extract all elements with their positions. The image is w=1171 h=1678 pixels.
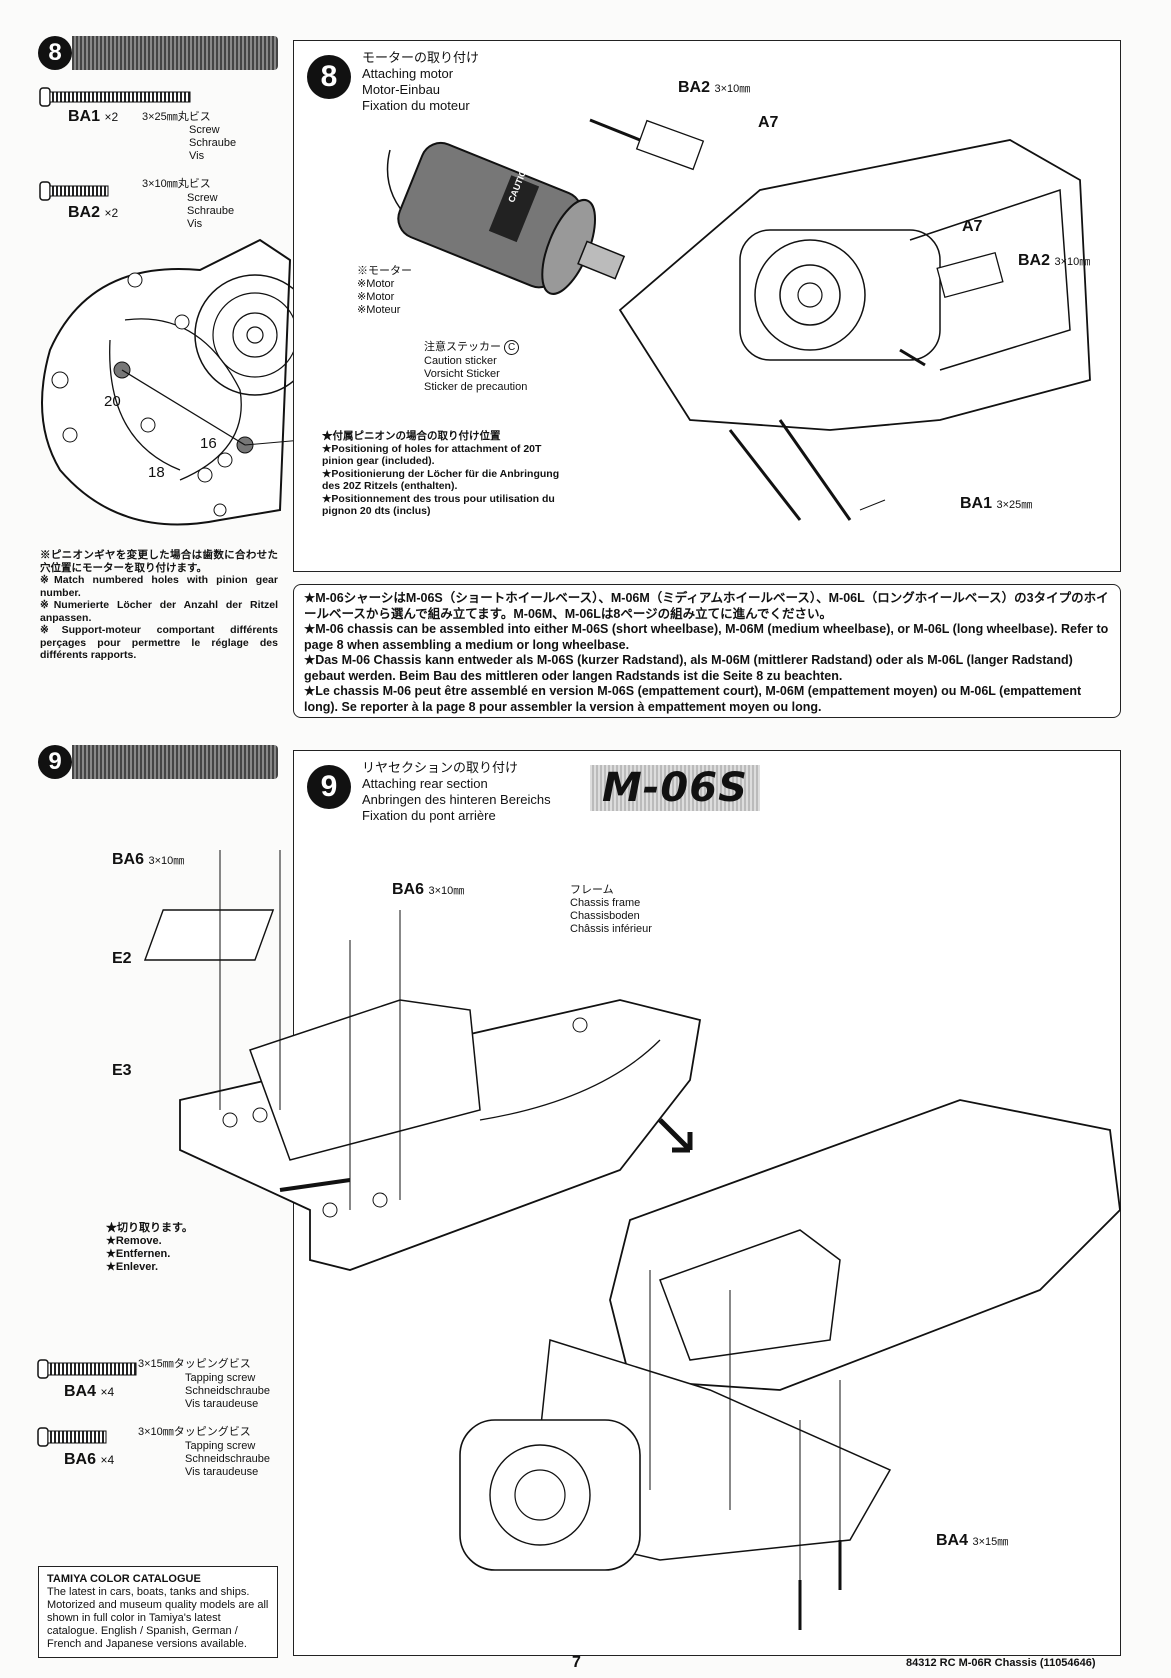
part-ba2-ja: 3×10㎜丸ビス — [142, 178, 211, 190]
callout-ba4: BA4 3×15㎜ — [936, 1532, 1009, 1549]
callout-e2: E2 — [112, 950, 132, 967]
gear-number-18: 18 — [148, 464, 165, 481]
step-8-panel-number: 8 — [307, 55, 351, 99]
catalogue-title: TAMIYA COLOR CATALOGUE — [47, 1573, 201, 1585]
gearbox-assembly-illustration — [589, 118, 1091, 521]
pinion-note: ※ピニオンギヤを変更した場合は歯数に合わせた穴位置にモーターを取り付けます。 ※… — [40, 549, 278, 661]
motor-label: ※モーター※Motor ※Motor※Moteur — [357, 265, 412, 316]
remove-label: ★切り取ります。★Remove. ★Entfernen.★Enlever. — [106, 1222, 193, 1273]
part-ba6-code: BA6 ×4 — [64, 1451, 115, 1468]
motor-mount-plate-illustration — [41, 238, 326, 526]
chassis-frame-illustration — [143, 850, 702, 1271]
direction-arrow-icon — [658, 1118, 693, 1153]
m06s-badge: M-06S — [590, 765, 760, 811]
callout-a7-top: A7 — [758, 114, 779, 131]
hole-position-note: ★付属ピニオンの場合の取り付け位置 ★Positioning of holes … — [322, 430, 560, 517]
step-9-panel-number: 9 — [307, 765, 351, 809]
step-8-title: モーターの取り付け Attaching motor Motor-Einbau F… — [362, 50, 480, 113]
part-ba6-ja: 3×10㎜タッピングビス — [138, 1426, 251, 1438]
sticker-code-badge: C — [504, 340, 520, 355]
page-number: 7 — [572, 1654, 581, 1671]
part-ba2-code: BA2 ×2 — [68, 204, 119, 221]
document-id: 84312 RC M-06R Chassis (11054646) — [906, 1657, 1096, 1669]
callout-ba1: BA1 3×25㎜ — [960, 495, 1033, 512]
short-screw-icon — [39, 181, 109, 201]
step-9-header-bar — [72, 745, 278, 779]
part-ba1-ja: 3×25㎜丸ビス — [142, 111, 211, 123]
step-8-number: 8 — [38, 36, 72, 70]
tapping-screw-short-icon — [37, 1427, 107, 1447]
long-screw-icon — [39, 87, 191, 107]
chassis-wheelbase-note: ★M-06シャーシはM-06S（ショートホイールベース）、M-06M（ミディアム… — [293, 584, 1121, 718]
callout-e3: E3 — [112, 1062, 132, 1079]
callout-ba2-top: BA2 3×10㎜ — [678, 79, 751, 96]
part-ba4-ja: 3×15㎜タッピングビス — [138, 1358, 251, 1370]
rear-section-assembly-illustration — [459, 1099, 1121, 1630]
step-9-title: リヤセクションの取り付け Attaching rear section Anbr… — [362, 760, 551, 823]
callout-a7-right: A7 — [962, 218, 983, 235]
step-9-number: 9 — [38, 745, 72, 779]
part-ba4-code: BA4 ×4 — [64, 1383, 115, 1400]
gear-number-20: 20 — [104, 393, 121, 410]
callout-ba6-left: BA6 3×10㎜ — [112, 851, 185, 868]
part-ba1-code: BA1 ×2 — [68, 108, 119, 125]
tapping-screw-long-icon — [37, 1359, 137, 1379]
callout-ba2-right: BA2 3×10㎜ — [1018, 252, 1091, 269]
gear-number-16: 16 — [200, 435, 217, 452]
motor-illustration — [386, 141, 626, 295]
callout-ba6-center: BA6 3×10㎜ — [392, 881, 465, 898]
catalogue-body: The latest in cars, boats, tanks and shi… — [47, 1586, 269, 1650]
step-8-header-bar — [72, 36, 278, 70]
catalogue-box: TAMIYA COLOR CATALOGUE The latest in car… — [38, 1566, 278, 1658]
